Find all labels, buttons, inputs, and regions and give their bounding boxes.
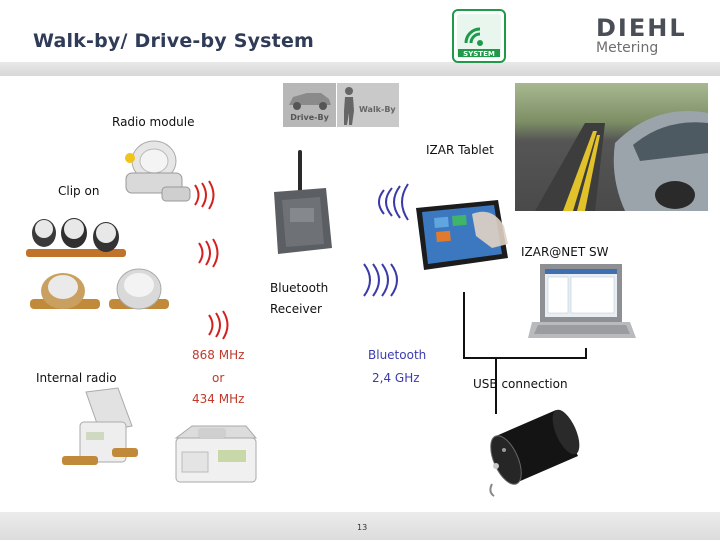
freq-868: 868 MHz — [192, 348, 245, 362]
drive-by-tile: Drive-By — [283, 83, 336, 127]
bluetooth-signal-icon-1 — [378, 183, 409, 221]
freq-434: 434 MHz — [192, 392, 245, 406]
water-meters-image — [26, 218, 126, 257]
drive-by-label: Drive-By — [290, 113, 329, 122]
system-logo: SYSTEM — [452, 9, 506, 63]
internal-radio-label: Internal radio — [36, 371, 117, 385]
radio-signal-icon-1 — [194, 180, 215, 210]
system-badge-text: SYSTEM — [463, 50, 495, 58]
bluetooth-receiver-label-1: Bluetooth — [270, 281, 329, 295]
freq-2-4-ghz: 2,4 GHz — [372, 371, 420, 385]
laptop-image — [528, 264, 636, 338]
brand-name: DIEHL — [596, 14, 687, 42]
radio-module-label: Radio module — [112, 115, 195, 129]
walk-by-label: Walk-By — [359, 105, 396, 114]
freq-or: or — [212, 371, 225, 385]
bluetooth-receiver-image — [274, 150, 332, 254]
internal-radio-meter-image — [62, 387, 138, 465]
slide-title: Walk-by/ Drive-by System — [33, 30, 315, 52]
footer-band — [0, 512, 720, 540]
brand-sub: Metering — [596, 40, 659, 56]
heat-meter-image — [174, 425, 258, 483]
izar-tablet-image — [416, 200, 508, 270]
radio-signal-icon-3 — [208, 310, 229, 340]
izar-tablet-label: IZAR Tablet — [426, 143, 494, 157]
header-stripe — [0, 62, 720, 76]
brass-meters-image — [30, 268, 169, 310]
person-icon — [344, 87, 354, 125]
usb-connection-lines — [463, 292, 587, 414]
car-photo — [515, 83, 708, 211]
freq-bluetooth: Bluetooth — [368, 348, 427, 362]
clip-on-label: Clip on — [58, 184, 100, 198]
usb-bluetooth-device-image — [489, 409, 580, 497]
clip-on-module-image — [125, 140, 191, 202]
usb-connection-label: USB connection — [473, 377, 568, 391]
bluetooth-receiver-label-2: Receiver — [270, 302, 322, 316]
radio-signal-icon-2 — [198, 238, 219, 268]
izar-net-sw-label: IZAR@NET SW — [521, 245, 609, 259]
walk-by-tile: Walk-By — [337, 83, 399, 127]
bluetooth-signal-icon-2 — [363, 263, 398, 297]
page-number: 13 — [357, 523, 368, 532]
car-icon — [289, 93, 331, 110]
